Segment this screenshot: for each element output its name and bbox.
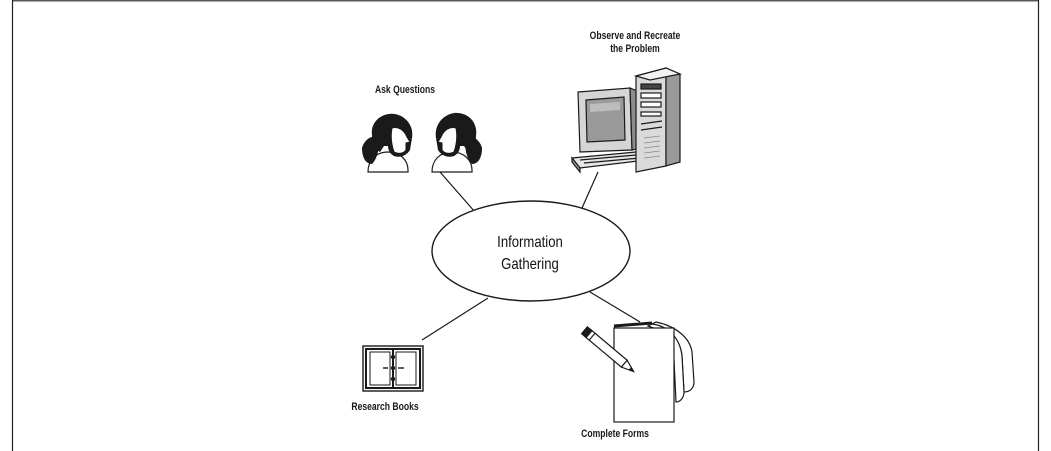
frame xyxy=(11,0,1040,451)
center-label: Information Gathering xyxy=(469,232,592,276)
center-ellipse xyxy=(431,200,631,302)
observe-label-line1: Observe and Recreate xyxy=(589,30,681,42)
connector-research xyxy=(421,297,489,341)
two-people-talking-icon xyxy=(362,112,482,173)
connector-forms xyxy=(589,291,641,323)
center-label-line1: Information xyxy=(497,234,563,251)
pencil-notepad-icon xyxy=(580,321,695,423)
research-books-label: Research Books xyxy=(351,401,419,413)
center-label-line2: Gathering xyxy=(501,256,559,273)
binder-book-icon xyxy=(362,345,424,392)
connector-ask xyxy=(439,171,476,213)
observe-label-line2: the Problem xyxy=(610,43,660,55)
connector-observe xyxy=(581,171,599,209)
connectors xyxy=(421,171,641,341)
ask-questions-label: Ask Questions xyxy=(374,84,436,96)
observe-label: Observe and Recreate the Problem xyxy=(573,30,698,56)
complete-forms-label: Complete Forms xyxy=(581,428,649,440)
computer-tower-icon xyxy=(570,67,683,174)
